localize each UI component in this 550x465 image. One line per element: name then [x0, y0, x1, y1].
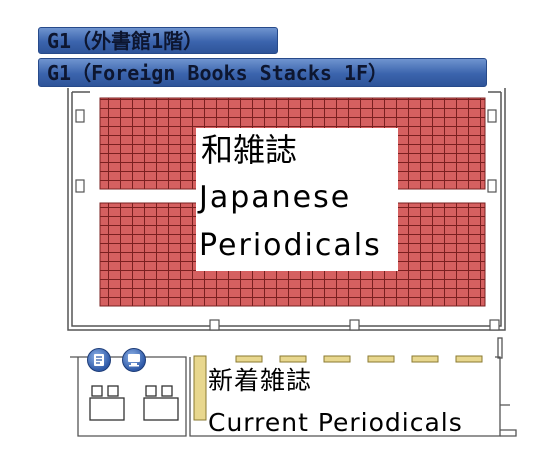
- terminal-desks: [89, 385, 179, 421]
- annex-walls: [70, 337, 517, 437]
- japanese-periodicals-label-en-line2: Periodicals: [199, 228, 382, 263]
- current-periodicals-label-en: Current Periodicals: [208, 408, 463, 437]
- building-walls: [67, 88, 506, 331]
- floor-title-english: G1（Foreign Books Stacks 1F）: [38, 58, 487, 87]
- book-search-terminal-icon: [87, 348, 111, 372]
- current-periodicals-label-jp: 新着雑誌: [208, 366, 313, 395]
- japanese-periodicals-label-jp: 和雑誌: [201, 131, 298, 169]
- current-periodical-shelves: [193, 355, 483, 421]
- periodical-stacks: [99, 97, 486, 307]
- floor-title-japanese: G1（外書館1階）: [38, 27, 278, 54]
- japanese-periodicals-label-en-line1: Japanese: [199, 180, 352, 215]
- computer-terminal-icon: [122, 348, 146, 372]
- pillars: [75, 109, 500, 331]
